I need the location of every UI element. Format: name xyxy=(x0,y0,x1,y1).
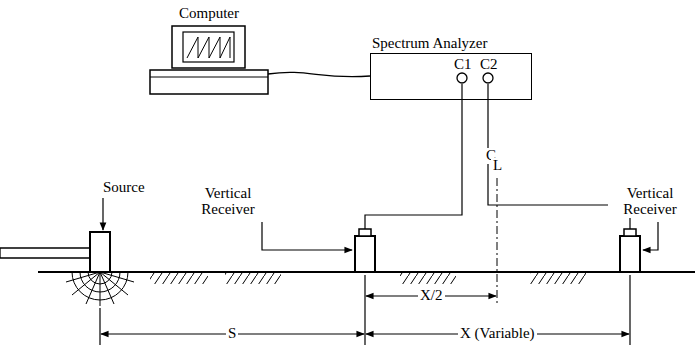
receiver-label: Vertical Receiver xyxy=(186,186,270,218)
cable xyxy=(268,72,370,77)
analyzer-housing xyxy=(370,53,532,100)
channel-label: C1 xyxy=(454,57,472,73)
source-label: Source xyxy=(101,180,147,196)
dimension-label: X (Variable) xyxy=(458,326,537,342)
spectrum-analyzer: Spectrum AnalyzerC1 C2 xyxy=(368,34,534,102)
node-title: Spectrum Analyzer xyxy=(372,36,487,52)
dimension-label: X/2 xyxy=(418,288,445,304)
computer: Computer xyxy=(148,2,270,98)
dimension-label: S xyxy=(226,326,238,342)
channel-label: C2 xyxy=(480,57,498,73)
receiver-label: Vertical Receiver xyxy=(608,186,692,218)
centerline-symbol: L xyxy=(491,158,504,174)
node-title: Computer xyxy=(179,6,239,22)
